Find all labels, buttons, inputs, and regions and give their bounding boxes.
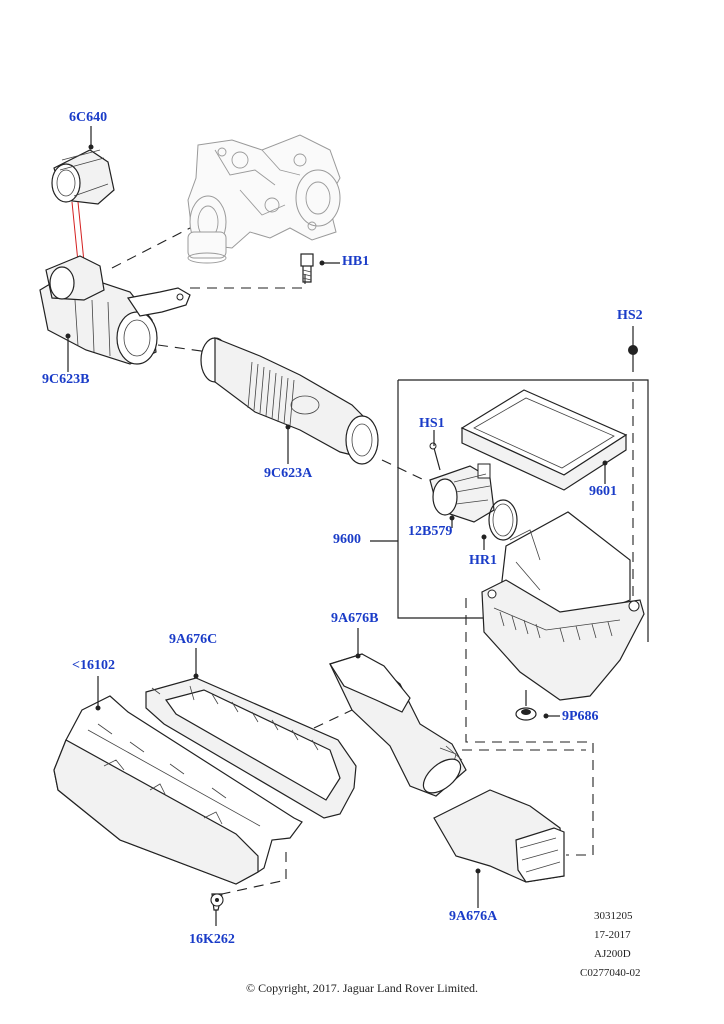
coupling-6C640 bbox=[51, 144, 115, 205]
duct-9A676A bbox=[433, 789, 565, 883]
callout-16K262[interactable]: 16K262 bbox=[189, 932, 235, 947]
leader-lines bbox=[67, 126, 634, 908]
callout-9A676C[interactable]: 9A676C bbox=[169, 632, 218, 647]
callout-16102[interactable]: <16102 bbox=[72, 658, 115, 673]
copyright-notice: © Copyright, 2017. Jaguar Land Rover Lim… bbox=[245, 981, 479, 995]
callout-9A676A[interactable]: 9A676A bbox=[449, 909, 498, 924]
callout-9P686[interactable]: 9P686 bbox=[562, 709, 599, 724]
clip-16K262 bbox=[210, 852, 287, 926]
duct-9C623A bbox=[200, 337, 379, 465]
callout-HB1[interactable]: HB1 bbox=[342, 254, 370, 269]
drawing-engine-code: AJ200D bbox=[594, 948, 631, 960]
drawing-info: 3031205 17-2017 AJ200D C0277040-02 bbox=[580, 907, 641, 983]
callout-9C623A[interactable]: 9C623A bbox=[264, 466, 313, 481]
bolt-HB1 bbox=[300, 253, 325, 283]
callout-9601[interactable]: 9601 bbox=[589, 484, 617, 499]
callout-6C640[interactable]: 6C640 bbox=[69, 110, 108, 125]
callout-12B579[interactable]: 12B579 bbox=[408, 524, 453, 539]
drawing-number: 3031205 bbox=[594, 910, 633, 922]
drawing-date: 17-2017 bbox=[594, 929, 631, 941]
callout-9A676B[interactable]: 9A676B bbox=[331, 611, 379, 626]
callout-9C623B[interactable]: 9C623B bbox=[42, 372, 90, 387]
drawing-reference: C0277040-02 bbox=[580, 967, 641, 979]
panel-16102 bbox=[53, 695, 303, 885]
duct-9A676B bbox=[329, 653, 467, 797]
duct-9C623B bbox=[39, 255, 191, 365]
shroud-9A676C bbox=[145, 673, 357, 819]
callout-HS1[interactable]: HS1 bbox=[419, 416, 445, 431]
callout-HS2[interactable]: HS2 bbox=[617, 308, 643, 323]
turbocharger-ghost bbox=[187, 134, 341, 264]
airbox-9600 bbox=[370, 345, 649, 721]
callout-9600[interactable]: 9600 bbox=[333, 532, 361, 547]
callout-HR1[interactable]: HR1 bbox=[469, 553, 497, 568]
